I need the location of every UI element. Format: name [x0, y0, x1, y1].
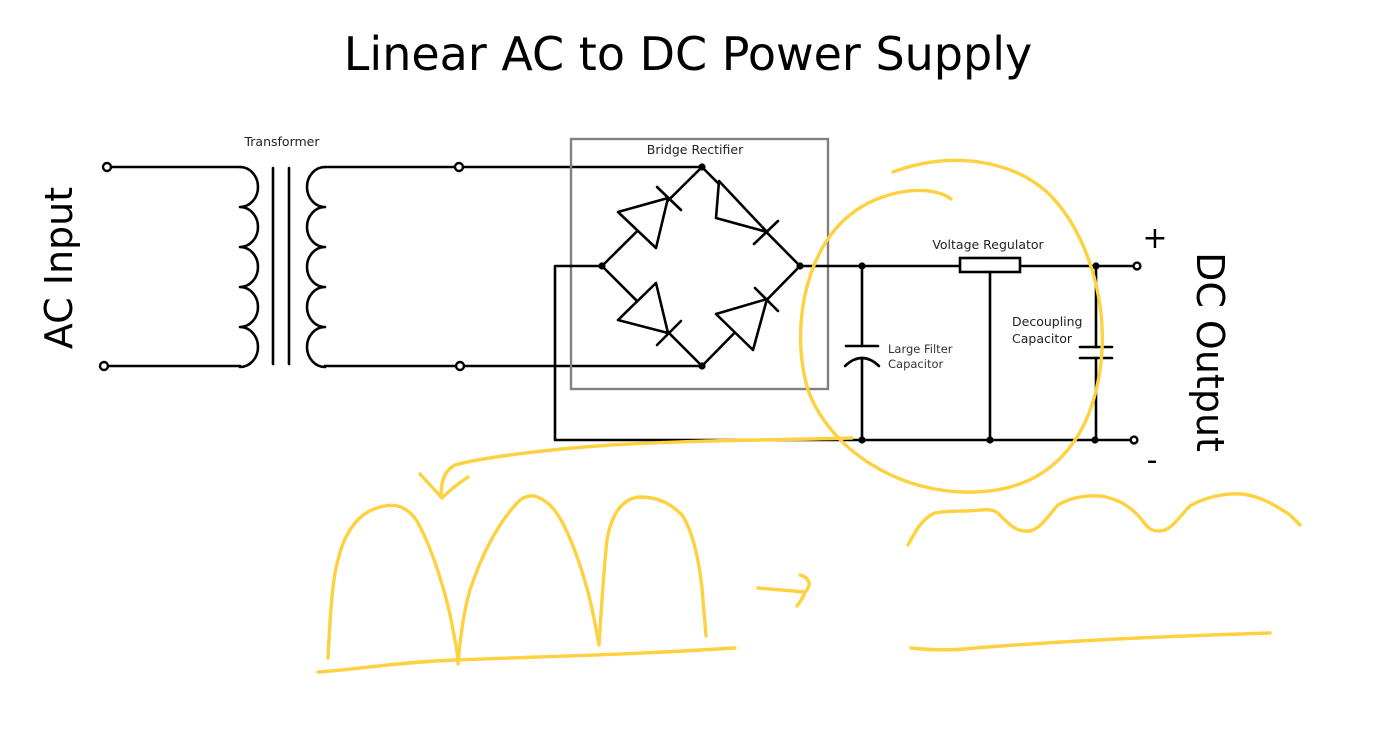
annotation-circle	[798, 158, 1104, 494]
dc-output-label: DC Output	[1188, 252, 1232, 452]
transformer-label: Transformer	[243, 134, 320, 149]
diode-upper-left	[616, 185, 683, 250]
ac-input-label: AC Input	[37, 187, 81, 349]
large-filter-capacitor: Large Filter Capacitor	[843, 262, 953, 444]
bridge-rectifier-label: Bridge Rectifier	[647, 142, 744, 157]
diode-upper-right	[714, 179, 780, 246]
large-filter-capacitor-label-1: Large Filter	[888, 342, 953, 356]
annotation-layer	[316, 158, 1302, 674]
annotation-smoothed-waveform	[906, 492, 1302, 547]
annotation-arrowhead	[418, 472, 470, 500]
dc-output-terminal-negative	[1129, 435, 1139, 445]
dc-output-terminal-positive	[1132, 261, 1142, 271]
negative-rail	[553, 264, 1135, 442]
bridge-rectifier: Bridge Rectifier	[569, 137, 830, 391]
bridge-node-bottom	[698, 362, 706, 370]
diode-lower-right	[714, 286, 780, 352]
primary-coil	[238, 165, 260, 369]
decoupling-capacitor-label-1: Decoupling	[1012, 314, 1083, 329]
negative-sign: -	[1147, 443, 1158, 478]
voltage-regulator-label: Voltage Regulator	[932, 237, 1044, 252]
annotation-rectified-baseline	[316, 646, 737, 674]
annotation-smoothed-baseline	[909, 631, 1272, 652]
decoupling-capacitor-label-2: Capacitor	[1012, 331, 1073, 346]
diode-lower-left	[616, 281, 683, 347]
voltage-regulator: Voltage Regulator	[932, 237, 1045, 444]
annotation-arrow-curve	[439, 436, 854, 499]
diagram-title: Linear AC to DC Power Supply	[344, 27, 1032, 81]
voltage-regulator-body	[958, 256, 1022, 274]
annotation-transition-arrow	[756, 573, 811, 608]
bridge-node-top	[698, 163, 706, 171]
transformer: Transformer	[98, 134, 466, 372]
large-filter-capacitor-label-2: Capacitor	[888, 357, 943, 371]
bridge-rectifier-box	[569, 137, 830, 391]
decoupling-capacitor: Decoupling Capacitor	[1012, 262, 1114, 444]
annotation-rectified-waveform	[326, 494, 708, 666]
positive-sign: +	[1142, 221, 1167, 256]
secondary-coil	[305, 165, 327, 369]
